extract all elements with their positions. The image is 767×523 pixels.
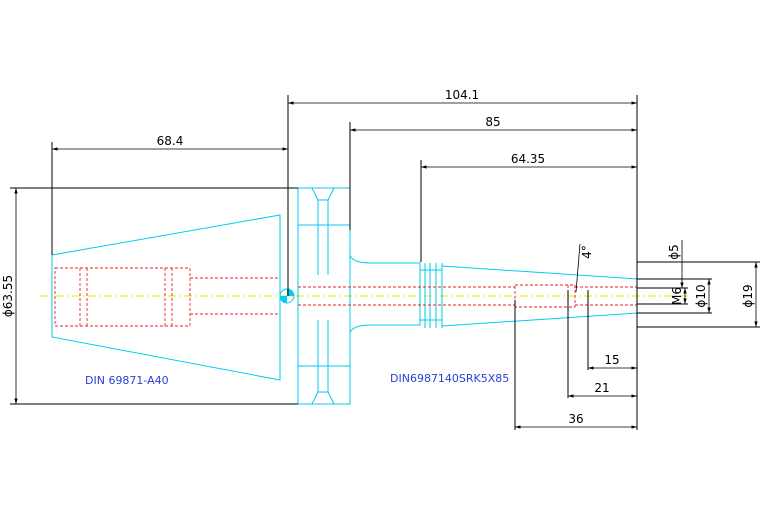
dim-36: 36 <box>568 412 583 426</box>
dim-15: 15 <box>604 353 619 367</box>
dim-4deg: 4° <box>580 245 594 259</box>
dim-104-1: 104.1 <box>445 88 479 102</box>
hidden-features <box>54 267 637 327</box>
holder-outline <box>51 187 638 405</box>
dim-21: 21 <box>594 381 609 395</box>
dimensions: 104.1 85 68.4 64.35 15 21 36 ϕ63.55 ϕ19 … <box>1 88 760 430</box>
dim-m6: M6 <box>670 287 684 305</box>
dim-68-4: 68.4 <box>157 134 184 148</box>
dim-64-35: 64.35 <box>511 152 545 166</box>
dim-10: ϕ10 <box>694 284 708 307</box>
label-extension: DIN6987140SRK5X85 <box>390 372 509 385</box>
label-shank: DIN 69871-A40 <box>85 374 169 387</box>
dim-85: 85 <box>485 115 500 129</box>
dim-63-55: ϕ63.55 <box>1 275 15 317</box>
dim-19: ϕ19 <box>741 284 755 307</box>
dim-5: ϕ5 <box>667 244 681 260</box>
